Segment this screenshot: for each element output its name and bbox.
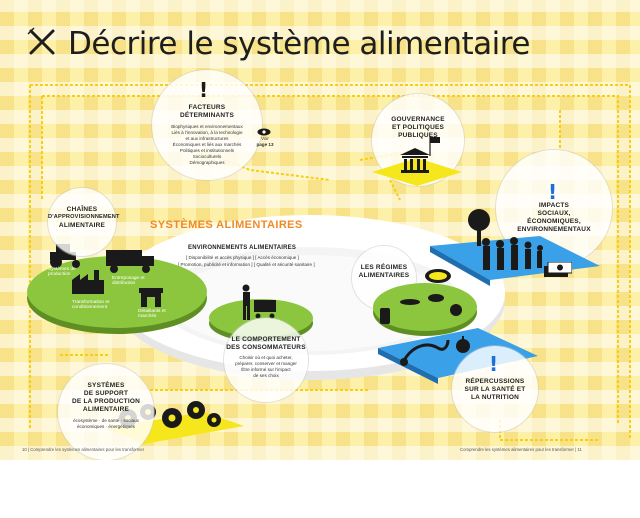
apple-icon <box>456 336 470 353</box>
shopper-cart-icon <box>242 284 276 320</box>
support-body-2: économiques · énergétiques <box>77 424 135 429</box>
impacts-title-1: IMPACTS <box>538 202 570 209</box>
impacts-title-4: ENVIRONNEMENTAUX <box>517 226 591 233</box>
factory-icon <box>72 270 104 294</box>
comportement-title-1: LE COMPORTEMENT <box>231 336 301 343</box>
comportement-body-2: Être informé sur l'impact <box>241 367 291 372</box>
gouvernance-title-1: GOUVERNANCE <box>391 116 445 123</box>
label-systemes-production: Systèmes de production <box>48 267 76 277</box>
plate-title: SYSTÈMES ALIMENTAIRES <box>150 219 303 231</box>
money-bills-icon <box>544 262 572 277</box>
page-title: Décrire le système alimentaire <box>68 26 530 62</box>
env-line-2: [ Promotion, publicité et information ] … <box>178 262 315 267</box>
stethoscope-icon <box>400 339 450 366</box>
support-title-2: DE SUPPORT <box>83 390 129 397</box>
footer-left: 10 | Comprendre les systèmes alimentaire… <box>22 447 145 452</box>
regimes-title-2: ALIMENTAIRES <box>358 272 410 279</box>
support-bubble <box>58 364 154 460</box>
infographic-stage: Décrire le système alimentaire SYSTÈMES … <box>0 0 640 460</box>
diet-platform <box>373 283 477 336</box>
support-title-1: SYSTÈMES <box>87 382 125 389</box>
tree-icon <box>468 209 490 246</box>
facteurs-title-2: DÉTERMINANTS <box>179 112 235 119</box>
facteurs-body-5: Socioculturels <box>192 154 222 159</box>
impacts-title-3: ÉCONOMIQUES, <box>527 218 581 225</box>
repercussions-bubble <box>452 346 538 432</box>
impacts-exclamation-icon: ! <box>548 180 558 204</box>
eye-icon[interactable] <box>257 128 271 136</box>
flag-icon <box>429 136 440 156</box>
support-title-4: ALIMENTAIRE <box>82 406 130 413</box>
repercussions-title-1: RÉPERCUSSIONS <box>465 378 525 385</box>
repercussions-title-3: LA NUTRITION <box>470 394 519 401</box>
comportement-body-0: Choisir où et quoi acheter, <box>239 355 293 360</box>
gouvernance-title-3: PUBLIQUES <box>398 132 438 139</box>
comportement-body-3: de ses choix <box>253 373 279 378</box>
label-entreposage: Entreposage et distribution <box>112 276 145 286</box>
footer-right: Comprendre les systèmes alimentaires pou… <box>460 447 582 452</box>
chaines-title-1: CHAÎNES <box>66 206 98 213</box>
exclamation-icon: ! <box>199 78 209 102</box>
comportement-title-2: DES CONSOMMATEURS <box>226 344 306 351</box>
facteurs-title-1: FACTEURS <box>188 104 226 111</box>
label-transformation: Transformation et conditionnement <box>72 300 110 310</box>
shop-icon <box>139 288 163 307</box>
label-detaillants: Détaillants et marchés <box>138 309 166 319</box>
facteurs-body-2: et aux infrastructures <box>185 136 229 141</box>
fork-knife-crossed-icon <box>27 27 55 55</box>
chaines-title-3: ALIMENTAIRE <box>58 222 106 229</box>
repercussions-title-2: SUR LA SANTÉ ET <box>464 386 526 393</box>
voir-label[interactable]: Voir <box>261 136 269 141</box>
people-group-icon <box>482 237 543 270</box>
comportement-body-1: préparer, conserver et manger <box>235 361 297 366</box>
facteurs-body-0: Biophysiques et environnementaux <box>171 124 243 129</box>
facteurs-bubble <box>152 70 262 180</box>
supply-chain-platform <box>27 256 207 334</box>
comportement-bubble <box>224 318 308 402</box>
chaines-bubble <box>48 188 116 256</box>
truck-icon <box>106 250 154 273</box>
sardine-can-icon <box>425 269 451 283</box>
impacts-title-2: SOCIAUX, <box>537 210 571 217</box>
voir-page-label[interactable]: page 13 <box>256 142 274 147</box>
chaines-title-2: D'APPROVISIONNEMENT <box>48 214 120 220</box>
facteurs-body-6: Démographiques <box>189 160 225 165</box>
gouvernance-title-2: ET POLITIQUES <box>391 124 445 131</box>
env-title: ENVIRONNEMENTS ALIMENTAIRES <box>188 245 297 251</box>
regimes-title-1: LES RÉGIMES <box>360 264 408 271</box>
health-platform <box>378 328 538 384</box>
support-title-3: DE LA PRODUCTION <box>72 398 140 405</box>
env-line-1: [ Disponibilité et accès physique ] [ Ac… <box>186 255 299 260</box>
facteurs-body-3: Économiques et liés aux marchés <box>172 142 242 147</box>
support-body-1: écosystème · de santé · sociaux <box>73 418 139 423</box>
facteurs-body-1: Liés à l'innovation, à la technologie <box>171 130 243 135</box>
facteurs-body-4: Politiques et institutionnels <box>179 148 235 153</box>
government-building-icon <box>400 148 430 173</box>
repercussions-exclamation-icon: ! <box>489 352 499 376</box>
